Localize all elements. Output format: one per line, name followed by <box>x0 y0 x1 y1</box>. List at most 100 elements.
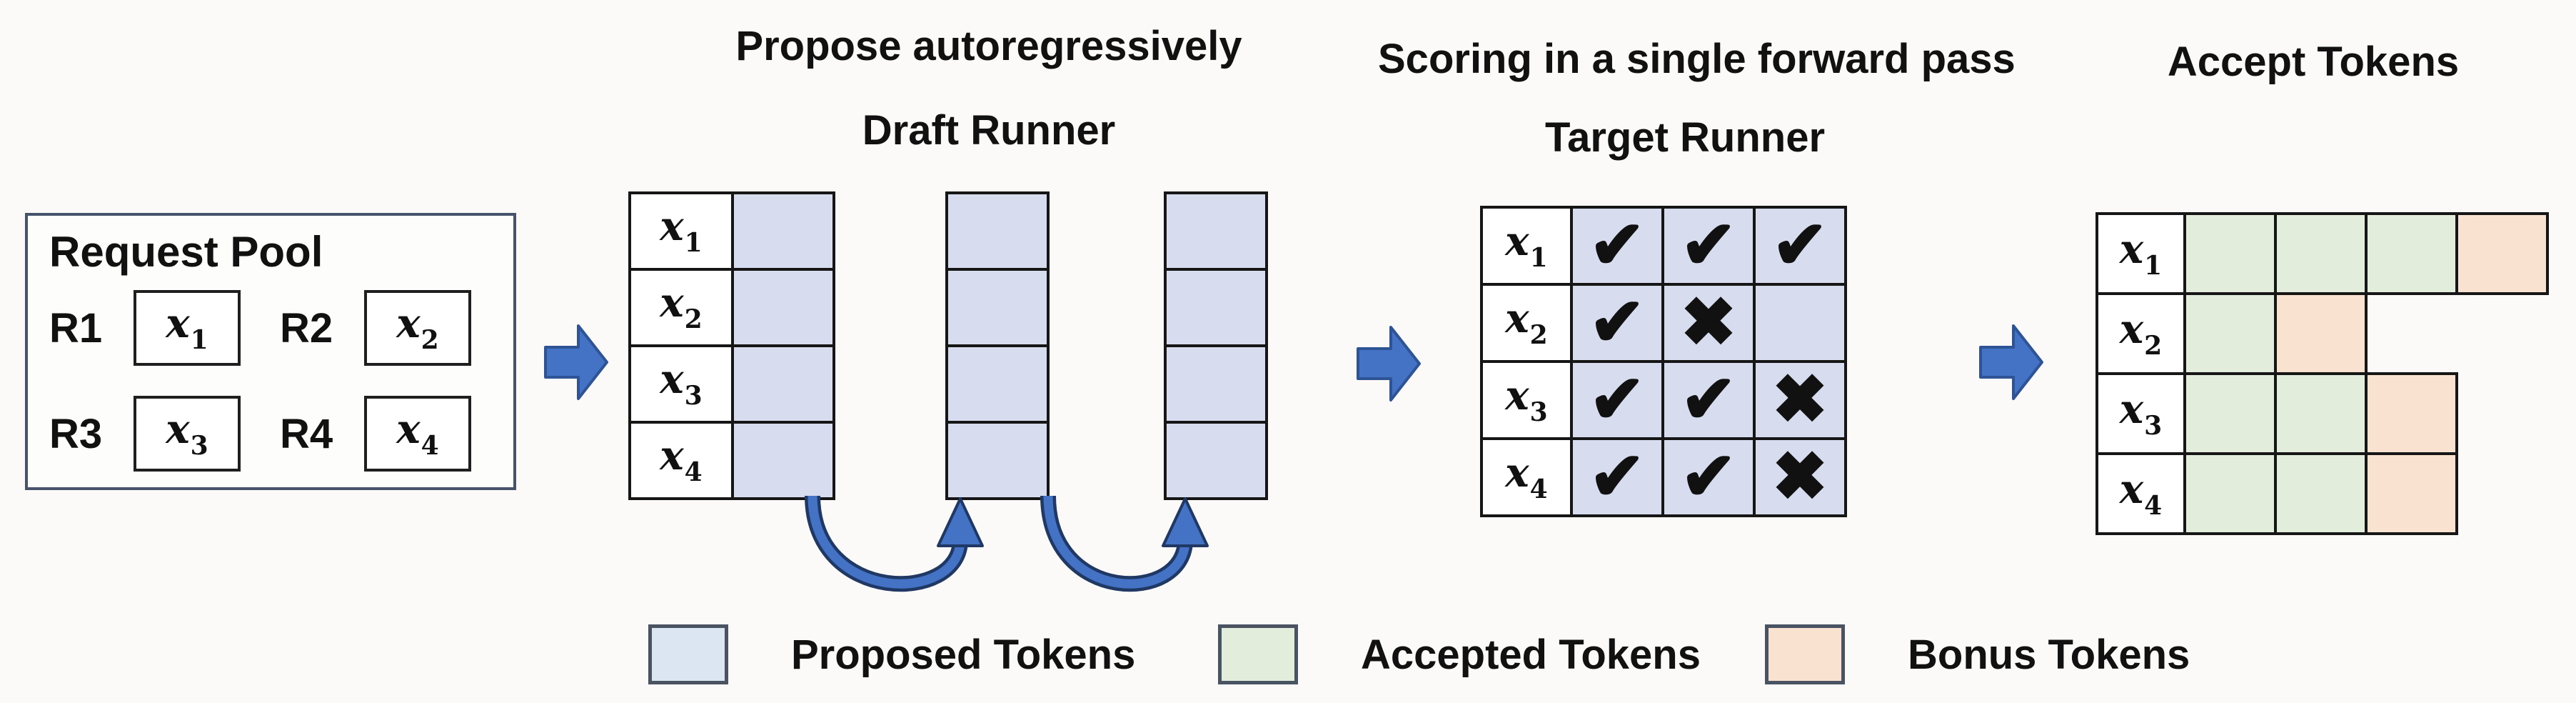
target-row-label: x3 <box>1483 363 1570 437</box>
target-grid: x1✔✔✔x2✔✖x3✔✔✖x4✔✔✖ <box>1480 206 1847 517</box>
autoregressive-loop-arrows <box>805 496 1209 592</box>
proposed-token-cell <box>734 424 832 497</box>
token-label: x2 <box>660 279 703 334</box>
proposed-token-cell <box>1167 194 1265 268</box>
target-row-label: x2 <box>1483 286 1570 360</box>
token-label: x1 <box>660 203 703 258</box>
draft-proposal-column <box>945 191 1050 500</box>
token-label: x3 <box>2119 385 2163 441</box>
token-label: x4 <box>396 405 439 461</box>
bonus-token-swatch <box>1765 624 1845 684</box>
request-token-box: x4 <box>364 396 471 472</box>
proposed-token-cell <box>948 347 1047 421</box>
accept-bonus-cell <box>2365 372 2458 455</box>
target-score-cell: ✖ <box>1756 363 1844 437</box>
proposed-token-cell <box>734 271 832 344</box>
token-label: x2 <box>2119 305 2163 361</box>
request-token-box: x2 <box>364 290 471 366</box>
request-entry: R3 x3 <box>49 393 261 474</box>
target-score-cell: ✔ <box>1573 209 1661 283</box>
target-score-cell: ✔ <box>1573 286 1661 360</box>
token-label: x2 <box>396 299 439 355</box>
target-score-cell: ✔ <box>1664 209 1753 283</box>
target-score-cell: ✖ <box>1756 440 1844 514</box>
accept-row-label: x3 <box>2095 372 2186 455</box>
accept-accepted-cell <box>2183 212 2277 295</box>
proposed-token-cell <box>1167 347 1265 421</box>
draft-row-label: x2 <box>631 271 731 344</box>
accept-bonus-cell <box>2455 212 2549 295</box>
legend-item-proposed: Proposed Tokens <box>648 624 1135 684</box>
request-entry: R4 x4 <box>280 393 492 474</box>
token-label: x2 <box>1505 294 1548 350</box>
legend-label-bonus: Bonus Tokens <box>1908 631 2190 678</box>
token-label: x3 <box>166 405 208 461</box>
cross-mark-icon: ✖ <box>1679 284 1738 362</box>
accept-row-label: x2 <box>2095 292 2186 375</box>
accepted-token-swatch <box>1218 624 1298 684</box>
target-runner-title: Target Runner <box>1544 114 1826 161</box>
accept-row: x3 <box>2095 372 2458 455</box>
arrow-target-to-accept-icon <box>1979 324 2043 400</box>
draft-proposal-column <box>1164 191 1268 500</box>
legend-label-proposed: Proposed Tokens <box>791 631 1136 678</box>
token-label: x1 <box>166 299 208 355</box>
request-token-box: x3 <box>134 396 241 472</box>
check-mark-icon: ✔ <box>1679 438 1738 516</box>
draft-row-label: x1 <box>631 194 731 268</box>
target-score-cell: ✔ <box>1573 440 1661 514</box>
accept-bonus-cell <box>2365 452 2458 535</box>
accept-section-caption: Accept Tokens <box>2167 39 2460 85</box>
request-id: R4 <box>280 410 333 457</box>
request-token-box: x1 <box>134 290 241 366</box>
proposed-token-cell <box>948 424 1047 497</box>
draft-row-label: x3 <box>631 347 731 421</box>
arrow-pool-to-draft-icon <box>544 324 608 400</box>
target-score-cell: ✔ <box>1664 440 1753 514</box>
accept-row-label: x4 <box>2095 452 2186 535</box>
target-row-label: x1 <box>1483 209 1570 283</box>
target-score-cell: ✖ <box>1664 286 1753 360</box>
accept-row: x4 <box>2095 452 2458 535</box>
proposed-token-cell <box>1167 271 1265 344</box>
draft-runner-title: Draft Runner <box>862 107 1116 154</box>
accept-accepted-cell <box>2365 212 2458 295</box>
legend-item-accepted: Accepted Tokens <box>1218 624 1701 684</box>
target-score-cell: ✔ <box>1573 363 1661 437</box>
target-row-label: x4 <box>1483 440 1570 514</box>
request-pool-title: Request Pool <box>49 228 323 276</box>
legend-item-bonus: Bonus Tokens <box>1765 624 2190 684</box>
proposed-token-cell <box>734 194 832 268</box>
accept-row-label: x1 <box>2095 212 2186 295</box>
accept-row: x2 <box>2095 292 2368 375</box>
accept-accepted-cell <box>2183 372 2277 455</box>
check-mark-icon: ✔ <box>1588 206 1646 284</box>
accept-row: x1 <box>2095 212 2549 295</box>
check-mark-icon: ✔ <box>1771 206 1829 284</box>
draft-table: x1 x2 x3 x4 <box>628 191 835 500</box>
proposed-token-cell <box>1167 424 1265 497</box>
arrow-draft-to-target-icon <box>1357 326 1421 402</box>
accept-accepted-cell <box>2183 292 2277 375</box>
cross-mark-icon: ✖ <box>1771 438 1829 516</box>
request-id: R2 <box>280 304 333 352</box>
proposed-token-cell <box>734 347 832 421</box>
target-section-caption: Scoring in a single forward pass <box>1378 36 2016 82</box>
target-score-cell: ✔ <box>1756 209 1844 283</box>
accept-accepted-cell <box>2274 212 2368 295</box>
accept-accepted-cell <box>2183 452 2277 535</box>
accept-accepted-cell <box>2274 372 2368 455</box>
proposed-token-swatch <box>648 624 728 684</box>
target-score-cell <box>1756 286 1844 360</box>
check-mark-icon: ✔ <box>1588 284 1646 362</box>
token-label: x4 <box>660 432 703 487</box>
proposed-token-cell <box>948 271 1047 344</box>
loop-arrow-1-icon <box>805 496 984 592</box>
token-label: x3 <box>660 356 703 411</box>
check-mark-icon: ✔ <box>1679 206 1738 284</box>
request-id: R3 <box>49 410 103 457</box>
check-mark-icon: ✔ <box>1679 361 1738 439</box>
